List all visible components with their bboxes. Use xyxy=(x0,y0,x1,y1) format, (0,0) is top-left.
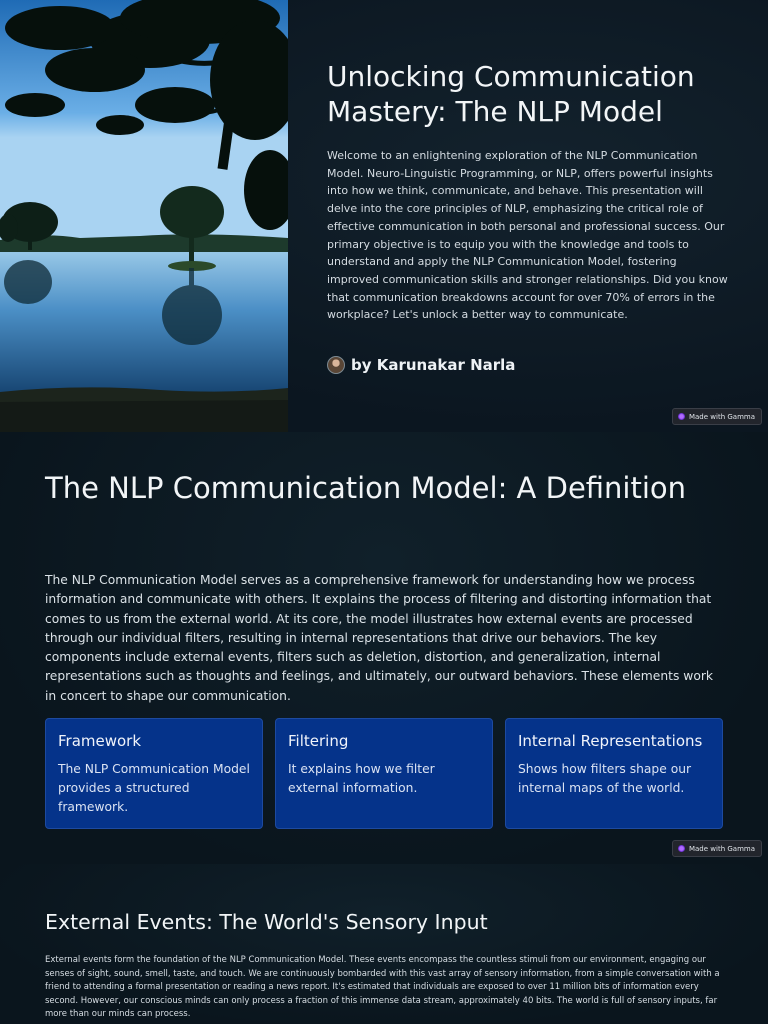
card-title: Framework xyxy=(58,732,142,750)
external-events-title: External Events: The World's Sensory Inp… xyxy=(45,910,488,934)
card-title: Filtering xyxy=(288,732,349,750)
card-framework: Framework The NLP Communication Model pr… xyxy=(45,718,263,829)
author-avatar-icon xyxy=(327,356,345,374)
author-line: by Karunakar Narla xyxy=(327,355,515,375)
card-internal-representations: Internal Representations Shows how filte… xyxy=(505,718,723,829)
card-filtering: Filtering It explains how we filter exte… xyxy=(275,718,493,829)
badge-label: Made with Gamma xyxy=(688,412,755,421)
badge-label: Made with Gamma xyxy=(688,844,755,853)
card-text: It explains how we filter external infor… xyxy=(288,762,435,796)
title-slide: Unlocking Communication Mastery: The NLP… xyxy=(0,0,768,432)
author-name: by Karunakar Narla xyxy=(351,356,516,374)
presentation-title: Unlocking Communication Mastery: The NLP… xyxy=(327,60,695,128)
definition-cards: Framework The NLP Communication Model pr… xyxy=(45,718,723,829)
card-text: Shows how filters shape our internal map… xyxy=(518,762,692,796)
card-text: The NLP Communication Model provides a s… xyxy=(58,762,250,815)
made-with-gamma-badge[interactable]: Made with Gamma xyxy=(671,408,762,425)
definition-title: The NLP Communication Model: A Definitio… xyxy=(45,471,687,505)
external-events-paragraph: External events form the foundation of t… xyxy=(45,955,720,1019)
hero-image-lake-tree xyxy=(0,0,288,432)
definition-paragraph: The NLP Communication Model serves as a … xyxy=(45,573,714,703)
definition-slide: The NLP Communication Model: A Definitio… xyxy=(0,432,768,864)
intro-paragraph: Welcome to an enlightening exploration o… xyxy=(327,149,728,322)
made-with-gamma-badge[interactable]: Made with Gamma xyxy=(671,840,762,857)
external-events-slide: External Events: The World's Sensory Inp… xyxy=(0,864,768,1024)
card-title: Internal Representations xyxy=(518,732,703,750)
gamma-logo-icon xyxy=(677,845,685,852)
gamma-logo-icon xyxy=(677,413,685,420)
